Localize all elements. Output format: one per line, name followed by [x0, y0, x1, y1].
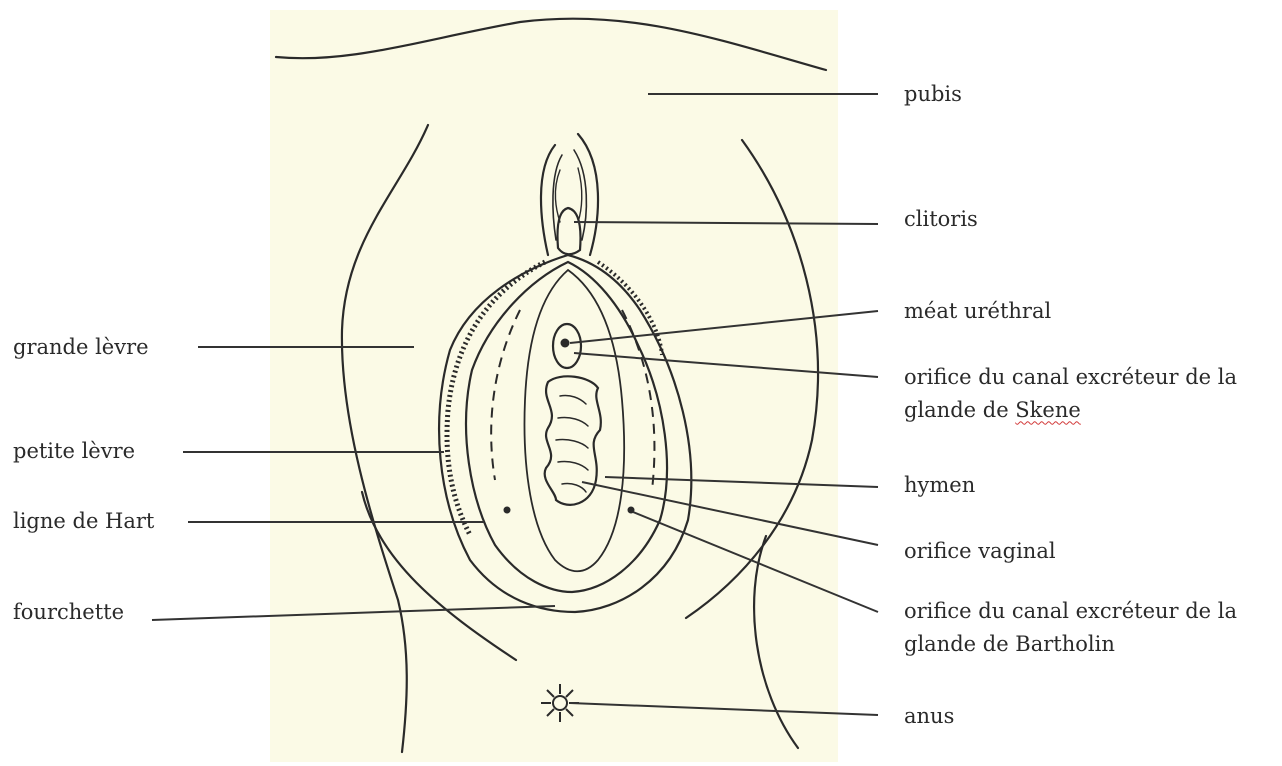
label-fourchette: fourchette	[13, 596, 124, 629]
label-skene-prefix: glande de	[904, 398, 1015, 422]
label-hymen: hymen	[904, 469, 975, 502]
label-pubis: pubis	[904, 78, 962, 111]
label-grande-levre: grande lèvre	[13, 331, 149, 364]
label-anus: anus	[904, 700, 954, 733]
label-ligne-de-hart: ligne de Hart	[13, 505, 154, 538]
bartholin-left-dot	[504, 507, 511, 514]
label-skene: orifice du canal excréteur de la glande …	[904, 361, 1237, 426]
label-bartholin: orifice du canal excréteur de la glande …	[904, 595, 1237, 660]
label-skene-line2: glande de Skene	[904, 394, 1237, 427]
label-bartholin-line2: glande de Bartholin	[904, 628, 1237, 661]
label-clitoris: clitoris	[904, 203, 978, 236]
label-petite-levre: petite lèvre	[13, 435, 135, 468]
label-bartholin-line1: orifice du canal excréteur de la	[904, 595, 1237, 628]
label-orifice-vaginal: orifice vaginal	[904, 535, 1056, 568]
drawing-panel	[270, 10, 838, 762]
label-meat-urethral: méat uréthral	[904, 295, 1051, 328]
label-skene-line1: orifice du canal excréteur de la	[904, 361, 1237, 394]
label-skene-word: Skene	[1015, 398, 1081, 422]
meatus-dot	[561, 339, 570, 348]
